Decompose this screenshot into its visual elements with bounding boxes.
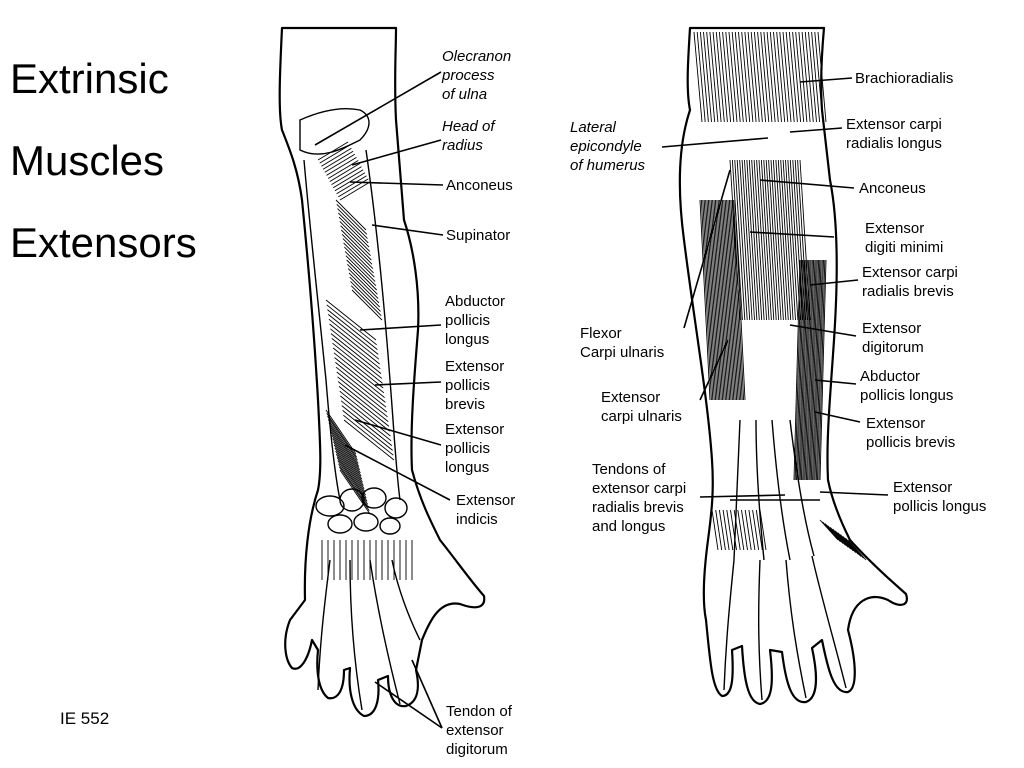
leader-tendon-ext-digitorum-b <box>411 659 443 729</box>
leader-ext-carpi-radialis-brevis <box>809 279 859 286</box>
leader-supinator <box>371 224 444 236</box>
leader-ext-carpi-ulnaris <box>699 339 729 401</box>
leader-flexor-carpi-ulnaris <box>683 169 731 329</box>
leader-extensor-pollicis-brevis <box>374 381 442 386</box>
leader-ext-pollicis-longus-right <box>819 491 889 496</box>
leader-ext-pollicis-brevis-right <box>814 411 861 423</box>
label-anconeus-right: Anconeus <box>859 180 926 197</box>
label-ext-carpi-radialis-longus: Extensor carpi radialis longus <box>846 116 942 152</box>
label-lateral-epicondyle: Lateral epicondyle of humerus <box>570 119 646 174</box>
leader-ext-carpi-radialis-longus <box>789 127 843 133</box>
label-ext-carpi-ulnaris: Extensor carpi ulnaris <box>601 389 682 425</box>
label-ext-carpi-radialis-brevis: Extensor carpi radialis brevis <box>862 264 958 300</box>
left-radius-outline <box>299 108 370 155</box>
label-ext-pollicis-brevis-right: Extensor pollicis brevis <box>866 415 956 451</box>
label-extensor-indicis: Extensor indicis <box>456 492 516 528</box>
label-flexor-carpi-ulnaris: Flexor Carpi ulnaris <box>580 325 665 361</box>
left-radius-line <box>365 149 401 501</box>
left-muscle-hatching <box>317 141 413 580</box>
left-ulna-line <box>303 159 341 501</box>
left-arm-drawing <box>278 26 486 718</box>
label-ext-digitorum-right: Extensor digitorum <box>862 320 924 356</box>
label-olecranon-process: Olecranon process of ulna <box>442 48 512 103</box>
left-arm-outline <box>278 26 486 718</box>
leader-abductor-pollicis-longus-right <box>814 379 857 385</box>
leader-lateral-epicondyle <box>661 137 769 148</box>
label-abductor-pollicis-longus-right: Abductor pollicis longus <box>860 368 954 404</box>
leader-abductor-pollicis-longus <box>359 324 442 331</box>
label-extensor-pollicis-brevis-left: Extensor pollicis brevis <box>445 358 505 413</box>
leader-ext-digiti-minimi <box>749 231 835 238</box>
title-line-2: Muscles <box>10 137 165 184</box>
leader-extensor-indicis <box>344 444 451 501</box>
label-ext-pollicis-longus-right: Extensor pollicis longus <box>893 479 987 515</box>
label-ext-digiti-minimi: Extensor digiti minimi <box>865 220 944 256</box>
left-finger-tendons <box>317 559 421 711</box>
leader-extensor-pollicis-longus <box>354 419 442 446</box>
leader-head-of-radius <box>351 139 442 166</box>
right-arm-drawing <box>678 26 908 706</box>
title-line-1: Extrinsic <box>10 55 169 102</box>
left-carpal-bones <box>315 487 408 535</box>
right-wrist-tendons <box>730 419 820 561</box>
right-muscle-hatching <box>693 31 867 561</box>
leader-tendon-ext-digitorum-a <box>374 681 443 729</box>
label-head-of-radius: Head of radius <box>442 118 495 154</box>
title-line-3: Extensors <box>10 219 197 266</box>
right-finger-tendons <box>723 555 847 701</box>
label-anconeus-left: Anconeus <box>446 177 513 194</box>
leader-brachioradialis <box>799 77 853 83</box>
leader-olecranon <box>314 71 442 146</box>
leader-tendons-ext-carpi-radialis <box>699 494 786 498</box>
label-supinator: Supinator <box>446 227 511 244</box>
label-tendons-ext-carpi-radialis: Tendons of extensor carpi radialis brevi… <box>592 461 687 535</box>
label-extensor-pollicis-longus-left: Extensor pollicis longus <box>445 421 505 476</box>
footer-course-code: IE 552 <box>60 709 110 728</box>
right-arm-outline <box>678 26 908 706</box>
right-leader-lines <box>661 77 889 498</box>
label-tendon-extensor-digitorum: Tendon of extensor digitorum <box>446 703 512 758</box>
left-leader-lines <box>314 71 451 729</box>
leader-anconeus-right <box>759 179 855 189</box>
leader-ext-digitorum-right <box>789 324 857 337</box>
label-brachioradialis: Brachioradialis <box>855 70 954 87</box>
leader-anconeus-left <box>349 181 444 186</box>
label-abductor-pollicis-longus-left: Abductor pollicis longus <box>445 293 506 348</box>
